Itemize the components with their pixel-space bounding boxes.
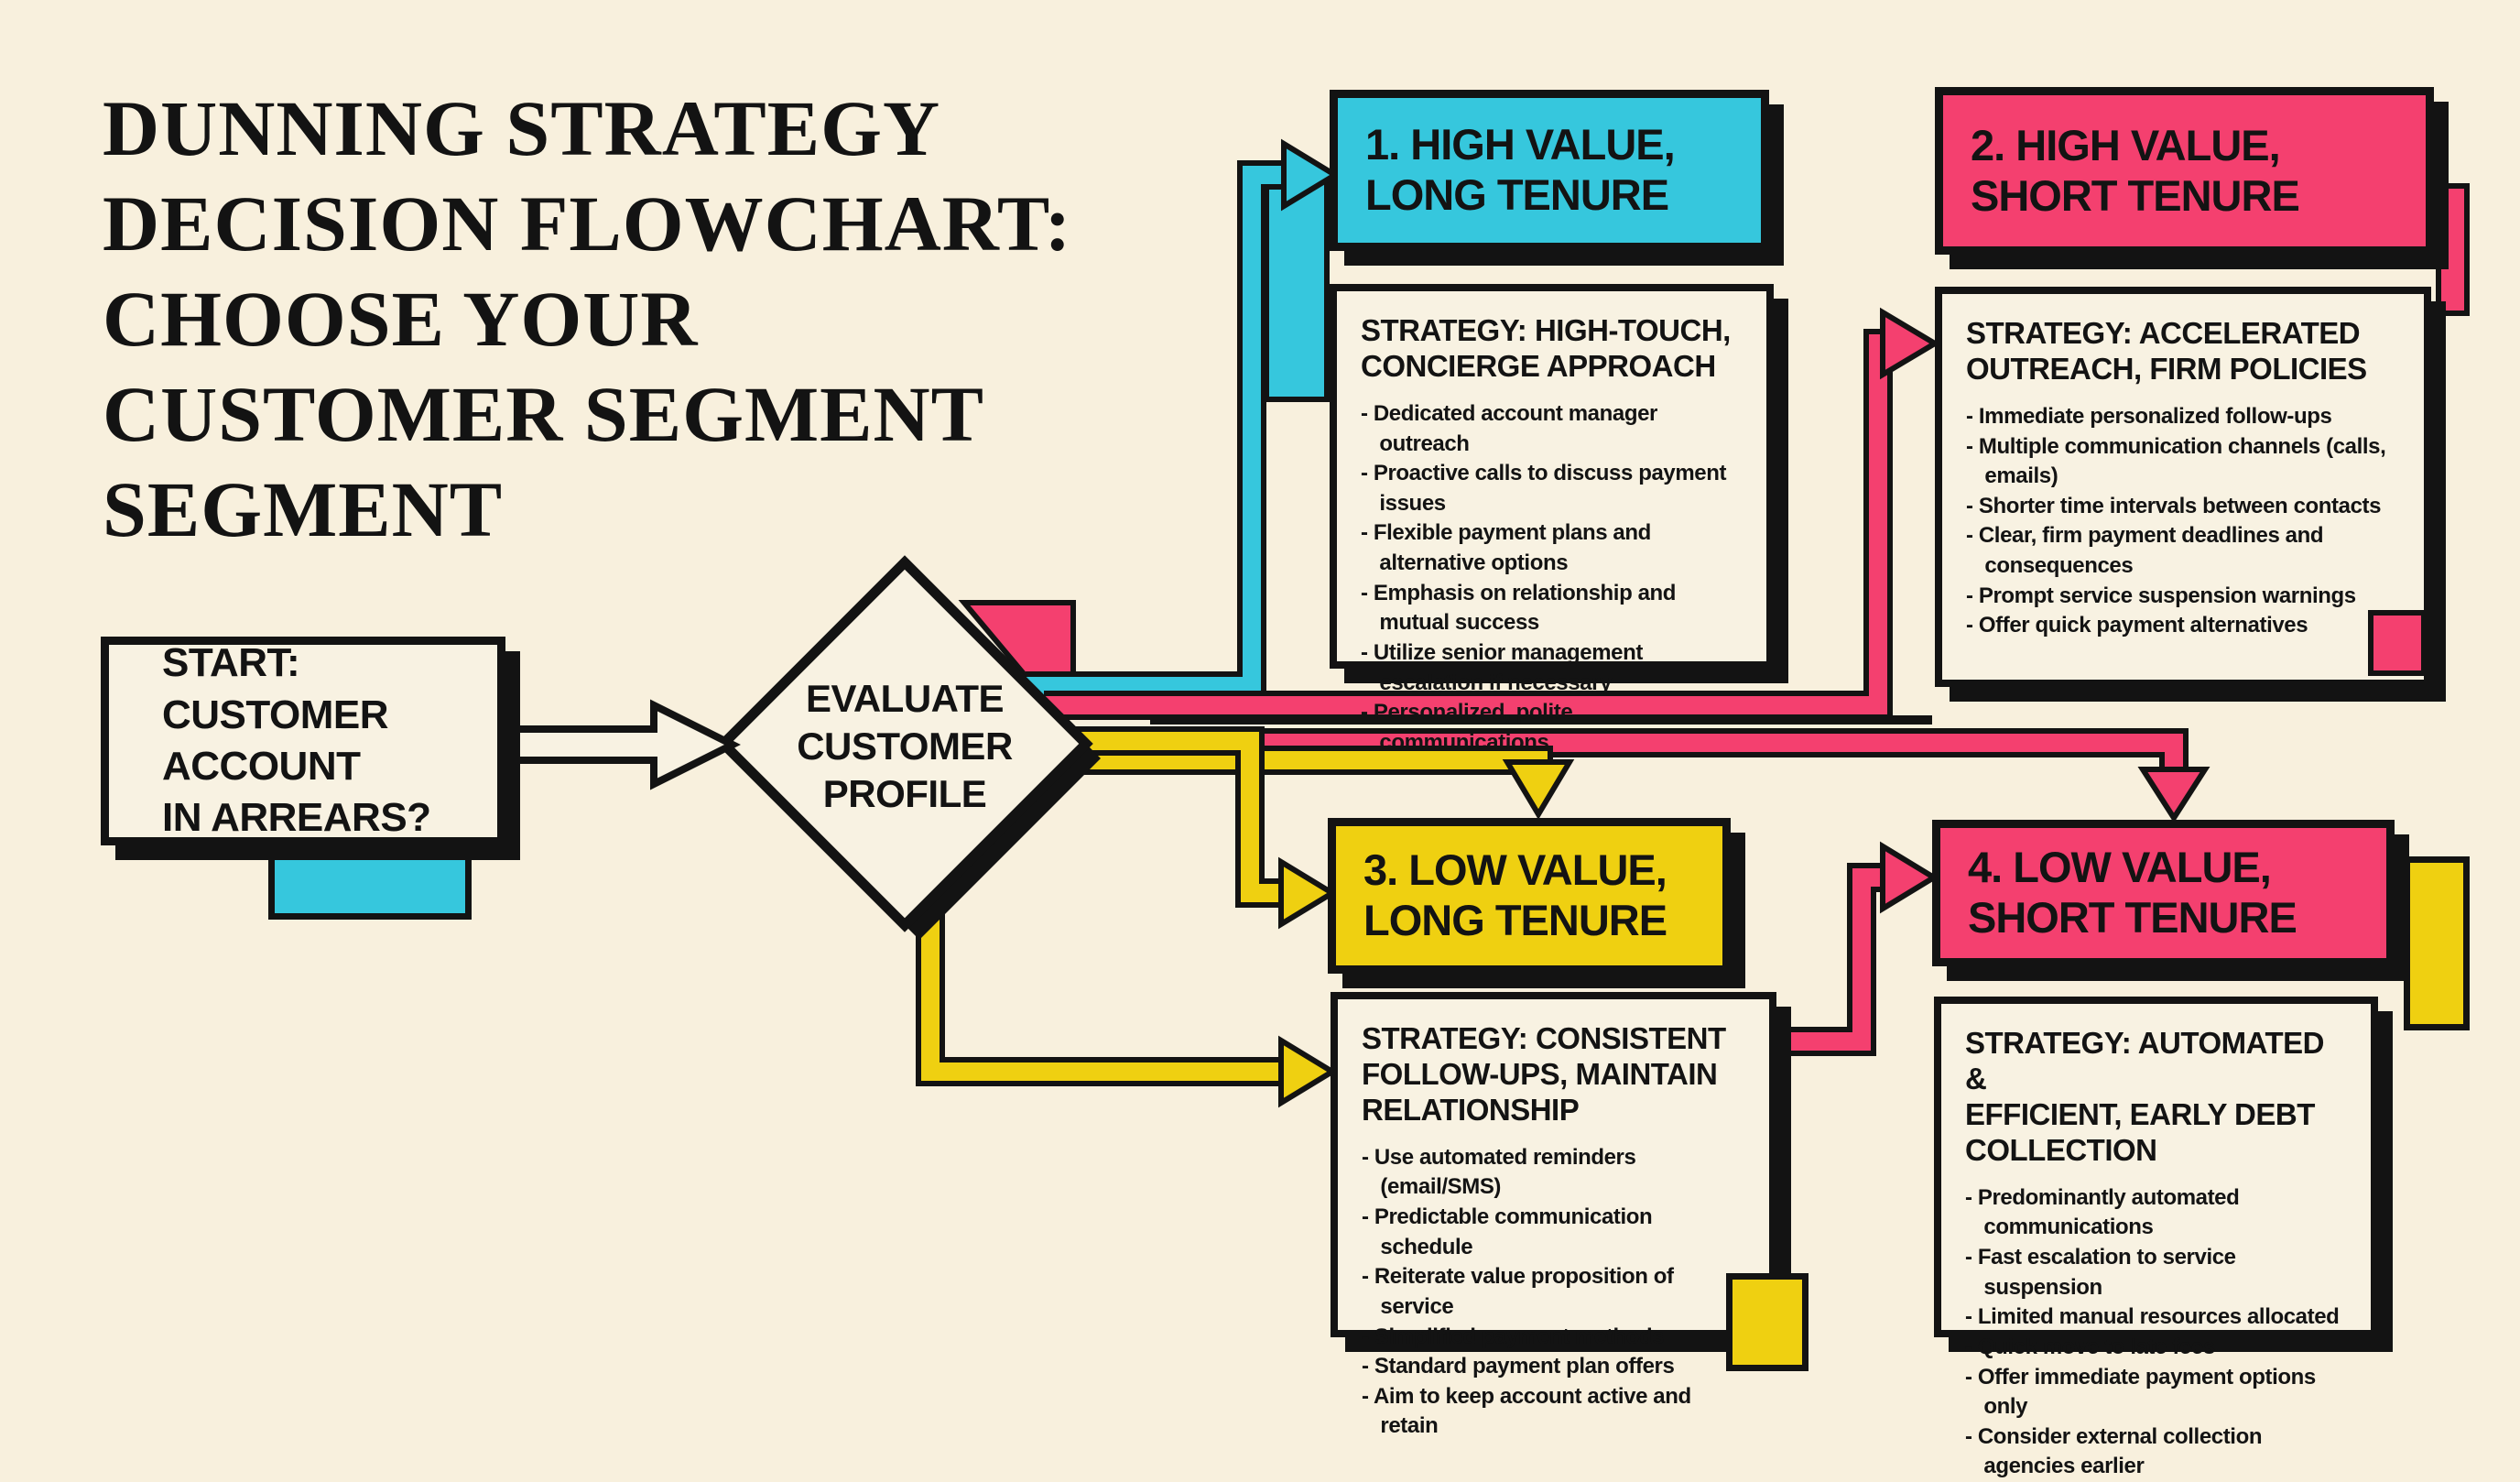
segment-1-bullet-list: Dedicated account manager outreachProact…	[1361, 399, 1744, 758]
bullet-item: Predominantly automated communications	[1965, 1183, 2349, 1243]
segment-1-cyan-accent	[1264, 177, 1330, 402]
segment-2-bullet-list: Immediate personalized follow-upsMultipl…	[1966, 402, 2402, 641]
segment-1-header: 1. HIGH VALUE, LONG TENURE	[1330, 90, 1769, 251]
page-title: DUNNING STRATEGY DECISION FLOWCHART: CHO…	[103, 84, 1072, 554]
decision-diamond-label: EVALUATE CUSTOMER PROFILE	[797, 677, 1013, 816]
segment-3-strategy-title: STRATEGY: CONSISTENT FOLLOW-UPS, MAINTAI…	[1362, 1021, 1726, 1127]
segment-4-header-label: 4. LOW VALUE, SHORT TENURE	[1968, 843, 2297, 942]
start-node: START: CUSTOMER ACCOUNT IN ARREARS?	[101, 637, 505, 845]
bullet-item: Clear, firm payment deadlines and conseq…	[1966, 521, 2402, 581]
bullet-item: Immediate personalized follow-ups	[1966, 402, 2402, 432]
bullet-item: Predictable communication schedule	[1362, 1203, 1747, 1262]
bullet-item: Prompt service suspension warnings	[1966, 582, 2402, 612]
segment-4-bullet-list: Predominantly automated communicationsFa…	[1965, 1183, 2349, 1482]
start-node-label: START: CUSTOMER ACCOUNT IN ARREARS?	[162, 640, 431, 841]
bullet-item: Dedicated account manager outreach	[1361, 399, 1744, 459]
bullet-item: Quick move to late fees	[1965, 1333, 2349, 1363]
bullet-item: Reiterate value proposition of service	[1362, 1262, 1747, 1322]
bullet-item: Consider external collection agencies ea…	[1965, 1422, 2349, 1482]
segment-1-header-label: 1. HIGH VALUE, LONG TENURE	[1365, 120, 1676, 219]
bullet-item: Flexible payment plans and alternative o…	[1361, 518, 1744, 578]
segment-3-header-label: 3. LOW VALUE, LONG TENURE	[1363, 845, 1667, 944]
segment-2-strategy-title: STRATEGY: ACCELERATED OUTREACH, FIRM POL…	[1966, 316, 2367, 386]
bullet-item: Standard payment plan offers	[1362, 1352, 1747, 1382]
segment-2-strategy-card: STRATEGY: ACCELERATED OUTREACH, FIRM POL…	[1935, 287, 2431, 687]
segment-4-yellow-accent	[2404, 856, 2470, 1030]
bullet-item: Limited manual resources allocated	[1965, 1302, 2349, 1333]
arrow-start-to-diamond	[502, 699, 741, 790]
flowchart-canvas: DUNNING STRATEGY DECISION FLOWCHART: CHO…	[0, 0, 2520, 1407]
bullet-item: Offer immediate payment options only	[1965, 1363, 2349, 1422]
decision-diamond-shape	[716, 555, 1093, 932]
bullet-item: Utilize senior management escalation if …	[1361, 638, 1744, 698]
segment-1-strategy-card: STRATEGY: HIGH-TOUCH, CONCIERGE APPROACH…	[1330, 284, 1774, 755]
bullet-item: Shorter time intervals between contacts	[1966, 492, 2402, 522]
bullet-item: Emphasis on relationship and mutual succ…	[1361, 579, 1744, 638]
bullet-item: Multiple communication channels (calls, …	[1966, 432, 2402, 492]
segment-3-header: 3. LOW VALUE, LONG TENURE	[1328, 818, 1731, 974]
segment-2-header: 2. HIGH VALUE, SHORT TENURE	[1935, 87, 2434, 255]
segment-1-strategy-title: STRATEGY: HIGH-TOUCH, CONCIERGE APPROACH	[1361, 313, 1731, 383]
segment-3-yellow-square-accent	[1726, 1273, 1809, 1371]
segment-3-strategy-card: STRATEGY: CONSISTENT FOLLOW-UPS, MAINTAI…	[1331, 992, 1776, 1438]
bullet-item: Personalized, polite communications	[1361, 698, 1744, 757]
segment-2-pink-accent	[2436, 183, 2470, 316]
segment-4-strategy-title: STRATEGY: AUTOMATED & EFFICIENT, EARLY D…	[1965, 1026, 2324, 1167]
bullet-item: Fast escalation to service suspension	[1965, 1243, 2349, 1302]
arrow-diamond-to-segment3-top	[1062, 746, 1575, 820]
segment-4-header: 4. LOW VALUE, SHORT TENURE	[1932, 820, 2395, 966]
segment-3-bullet-list: Use automated reminders (email/SMS)Predi…	[1362, 1143, 1747, 1442]
arrow-diamond-to-segment3-strategy	[916, 907, 1338, 1108]
bullet-item: Offer quick payment alternatives	[1966, 611, 2402, 641]
bullet-item: Aim to keep account active and retain	[1362, 1382, 1747, 1442]
segment-4-strategy-card: STRATEGY: AUTOMATED & EFFICIENT, EARLY D…	[1934, 997, 2378, 1478]
bullet-item: Use automated reminders (email/SMS)	[1362, 1143, 1747, 1203]
segment-2-header-label: 2. HIGH VALUE, SHORT TENURE	[1971, 120, 2300, 220]
start-cyan-accent	[268, 843, 472, 920]
arrow-diamond-to-segment1	[1026, 138, 1341, 701]
arrow-diamond-to-segment3-left	[1053, 726, 1338, 930]
bullet-item: Proactive calls to discuss payment issue…	[1361, 459, 1744, 518]
segment-2-pink-square-accent	[2368, 610, 2427, 676]
bullet-item: Simplified payment methods	[1362, 1323, 1747, 1353]
